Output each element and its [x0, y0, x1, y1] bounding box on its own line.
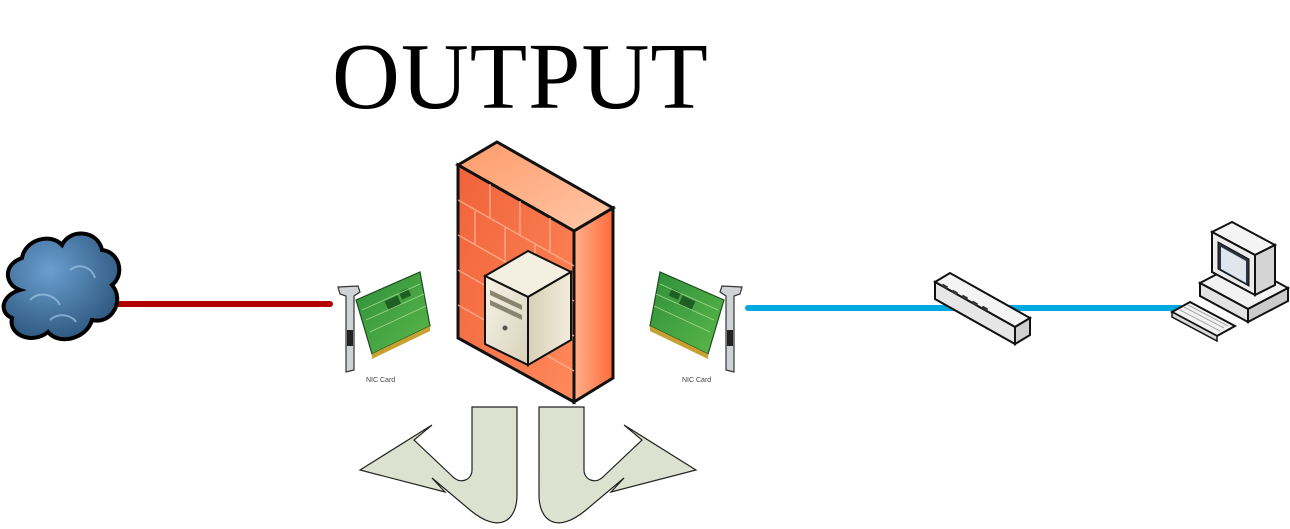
nic-card-right-icon [649, 271, 743, 373]
server-icon [482, 249, 574, 367]
diagram-title: OUTPUT [332, 25, 709, 129]
u-turn-arrow-left-icon [358, 406, 518, 524]
u-turn-arrow-right-icon [538, 406, 698, 524]
workstation-icon [1169, 220, 1290, 343]
nic-card-left-label: NIC Card [366, 377, 396, 384]
nic-card-right-label: NIC Card [682, 377, 712, 384]
switch-icon [933, 271, 1032, 346]
cloud-icon [1, 231, 122, 342]
nic-card-left-icon [337, 271, 431, 373]
